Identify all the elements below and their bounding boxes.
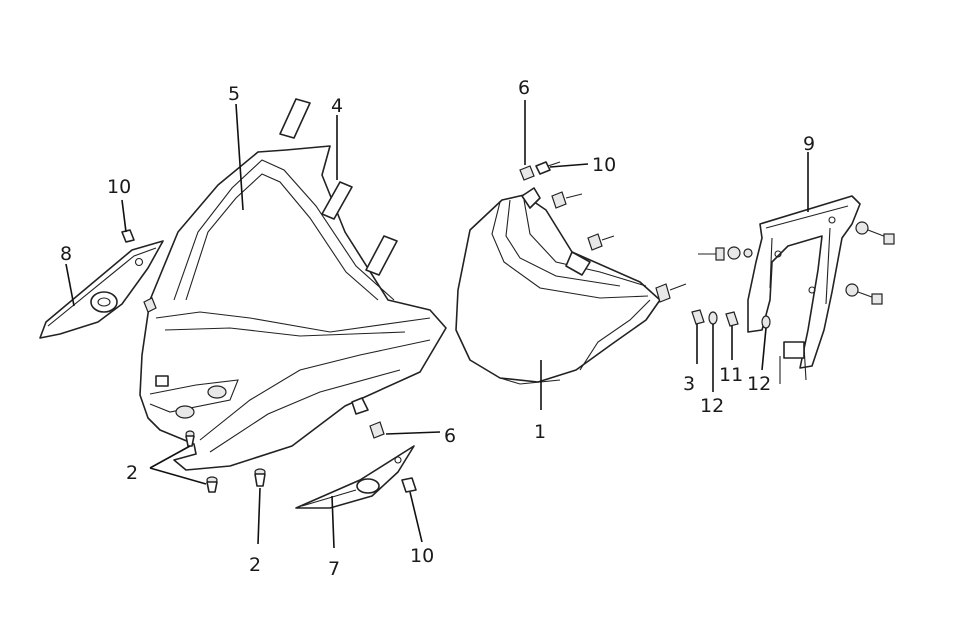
bolt-bracket-left xyxy=(698,246,753,261)
rivet-2c xyxy=(254,468,266,487)
callout-6-bottom: 6 xyxy=(444,425,456,447)
washer-12a xyxy=(708,311,718,325)
screw-10-top xyxy=(535,161,561,175)
callout-4: 4 xyxy=(331,95,343,117)
nut-left-fairing xyxy=(143,297,157,313)
nut-6-bottom xyxy=(369,421,385,439)
rivet-2a xyxy=(185,430,195,447)
leader-lines xyxy=(65,100,809,549)
callout-3: 3 xyxy=(683,373,695,395)
callout-12-left: 12 xyxy=(700,395,724,417)
screw-10-left xyxy=(121,229,135,243)
rivet-2b xyxy=(206,476,218,493)
callout-6-top: 6 xyxy=(518,77,530,99)
bolt-bracket-right-1 xyxy=(855,221,895,245)
hardware-fasteners xyxy=(121,161,895,493)
callout-2-left: 2 xyxy=(126,462,138,484)
callout-9: 9 xyxy=(803,133,815,155)
part-8-side-cover xyxy=(39,240,164,339)
part-4-reflector-strips xyxy=(279,98,398,276)
callout-10-bottom: 10 xyxy=(410,545,434,567)
callout-11: 11 xyxy=(719,364,743,386)
screw-10-bottom xyxy=(401,477,417,493)
part-7-cover-plate xyxy=(295,445,415,509)
nut-headlight-2 xyxy=(587,233,615,251)
callout-5: 5 xyxy=(228,83,240,105)
nut-headlight-3 xyxy=(655,283,687,303)
callout-10-left: 10 xyxy=(107,176,131,198)
bolt-bracket-bottom xyxy=(779,345,807,384)
nut-11 xyxy=(725,311,739,327)
callout-2-bottom: 2 xyxy=(249,554,261,576)
part-5-front-fairing xyxy=(139,145,447,471)
callout-labels: 1 2 2 3 4 5 6 6 7 8 9 10 10 10 11 12 12 xyxy=(60,77,815,580)
callout-8: 8 xyxy=(60,243,72,265)
bolt-3 xyxy=(691,309,705,325)
nut-headlight-1 xyxy=(551,191,583,209)
nut-6-top xyxy=(519,165,535,181)
bolt-bracket-right-2 xyxy=(845,283,883,305)
callout-1: 1 xyxy=(534,421,546,443)
part-9-bracket xyxy=(747,195,861,369)
callout-7: 7 xyxy=(328,558,340,580)
callout-10-top: 10 xyxy=(592,154,616,176)
callout-12-right: 12 xyxy=(747,373,771,395)
part-1-headlight-assembly xyxy=(455,187,661,385)
washer-12b xyxy=(761,315,771,329)
